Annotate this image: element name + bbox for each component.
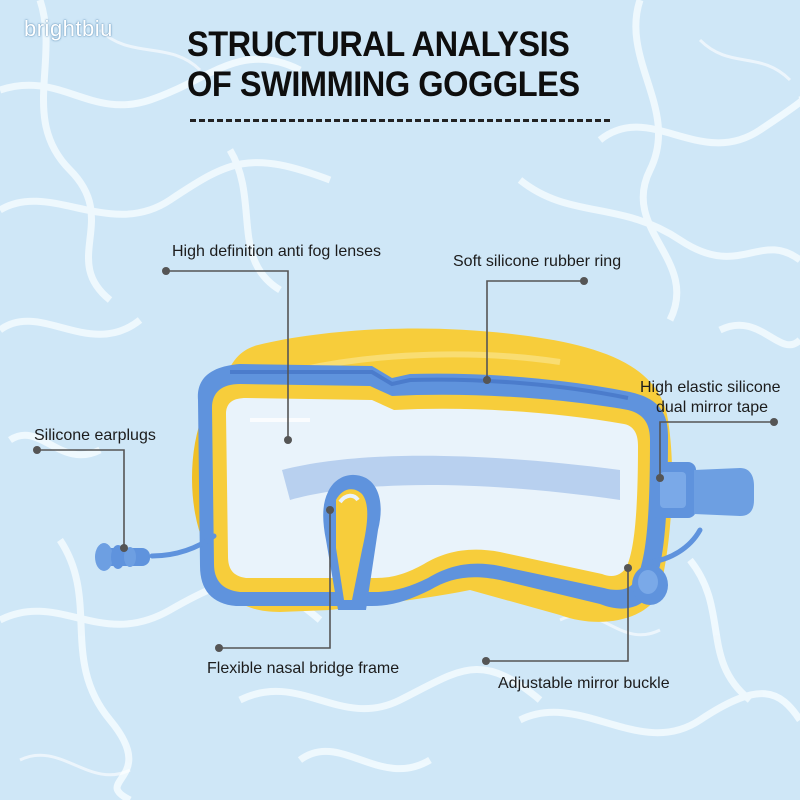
dot-lenses-end [284, 436, 292, 444]
label-tape-line-1: High elastic silicone [640, 379, 781, 396]
dot-buckle-start [482, 657, 490, 665]
title-divider [190, 119, 610, 122]
dot-buckle-end [624, 564, 632, 572]
title-line-1: STRUCTURAL ANALYSIS [187, 25, 570, 64]
dot-nasal-end [326, 506, 334, 514]
left-earplug-cord [149, 533, 217, 559]
leader-ring [486, 280, 584, 380]
page-title: STRUCTURAL ANALYSIS OF SWIMMING GOGGLES [187, 25, 580, 105]
title-line-2: OF SWIMMING GOGGLES [187, 65, 580, 104]
dot-lenses-start [162, 267, 170, 275]
dot-tape-start [770, 418, 778, 426]
label-buckle: Adjustable mirror buckle [498, 675, 670, 692]
right-strap [694, 468, 754, 516]
dot-nasal-start [215, 644, 223, 652]
label-tape-line-2: dual mirror tape [656, 399, 769, 416]
dot-ring-start [580, 277, 588, 285]
dot-earplugs-end [120, 544, 128, 552]
leader-earplugs [37, 449, 125, 548]
dot-tape-end [656, 474, 664, 482]
right-earplug-cord [647, 527, 703, 565]
leader-lenses [166, 270, 289, 440]
label-nasal: Flexible nasal bridge frame [207, 660, 400, 677]
leader-tape [659, 421, 774, 478]
brand-watermark: brightbiu [24, 16, 113, 41]
dot-earplugs-start [33, 446, 41, 454]
right-earplug [632, 565, 668, 605]
label-lenses: High definition anti fog lenses [172, 243, 382, 260]
dot-ring-end [483, 376, 491, 384]
leader-nasal [219, 510, 331, 649]
label-earplugs: Silicone earplugs [34, 427, 156, 444]
left-earplug [95, 543, 150, 571]
label-ring: Soft silicone rubber ring [453, 253, 622, 270]
leader-buckle [486, 568, 629, 662]
